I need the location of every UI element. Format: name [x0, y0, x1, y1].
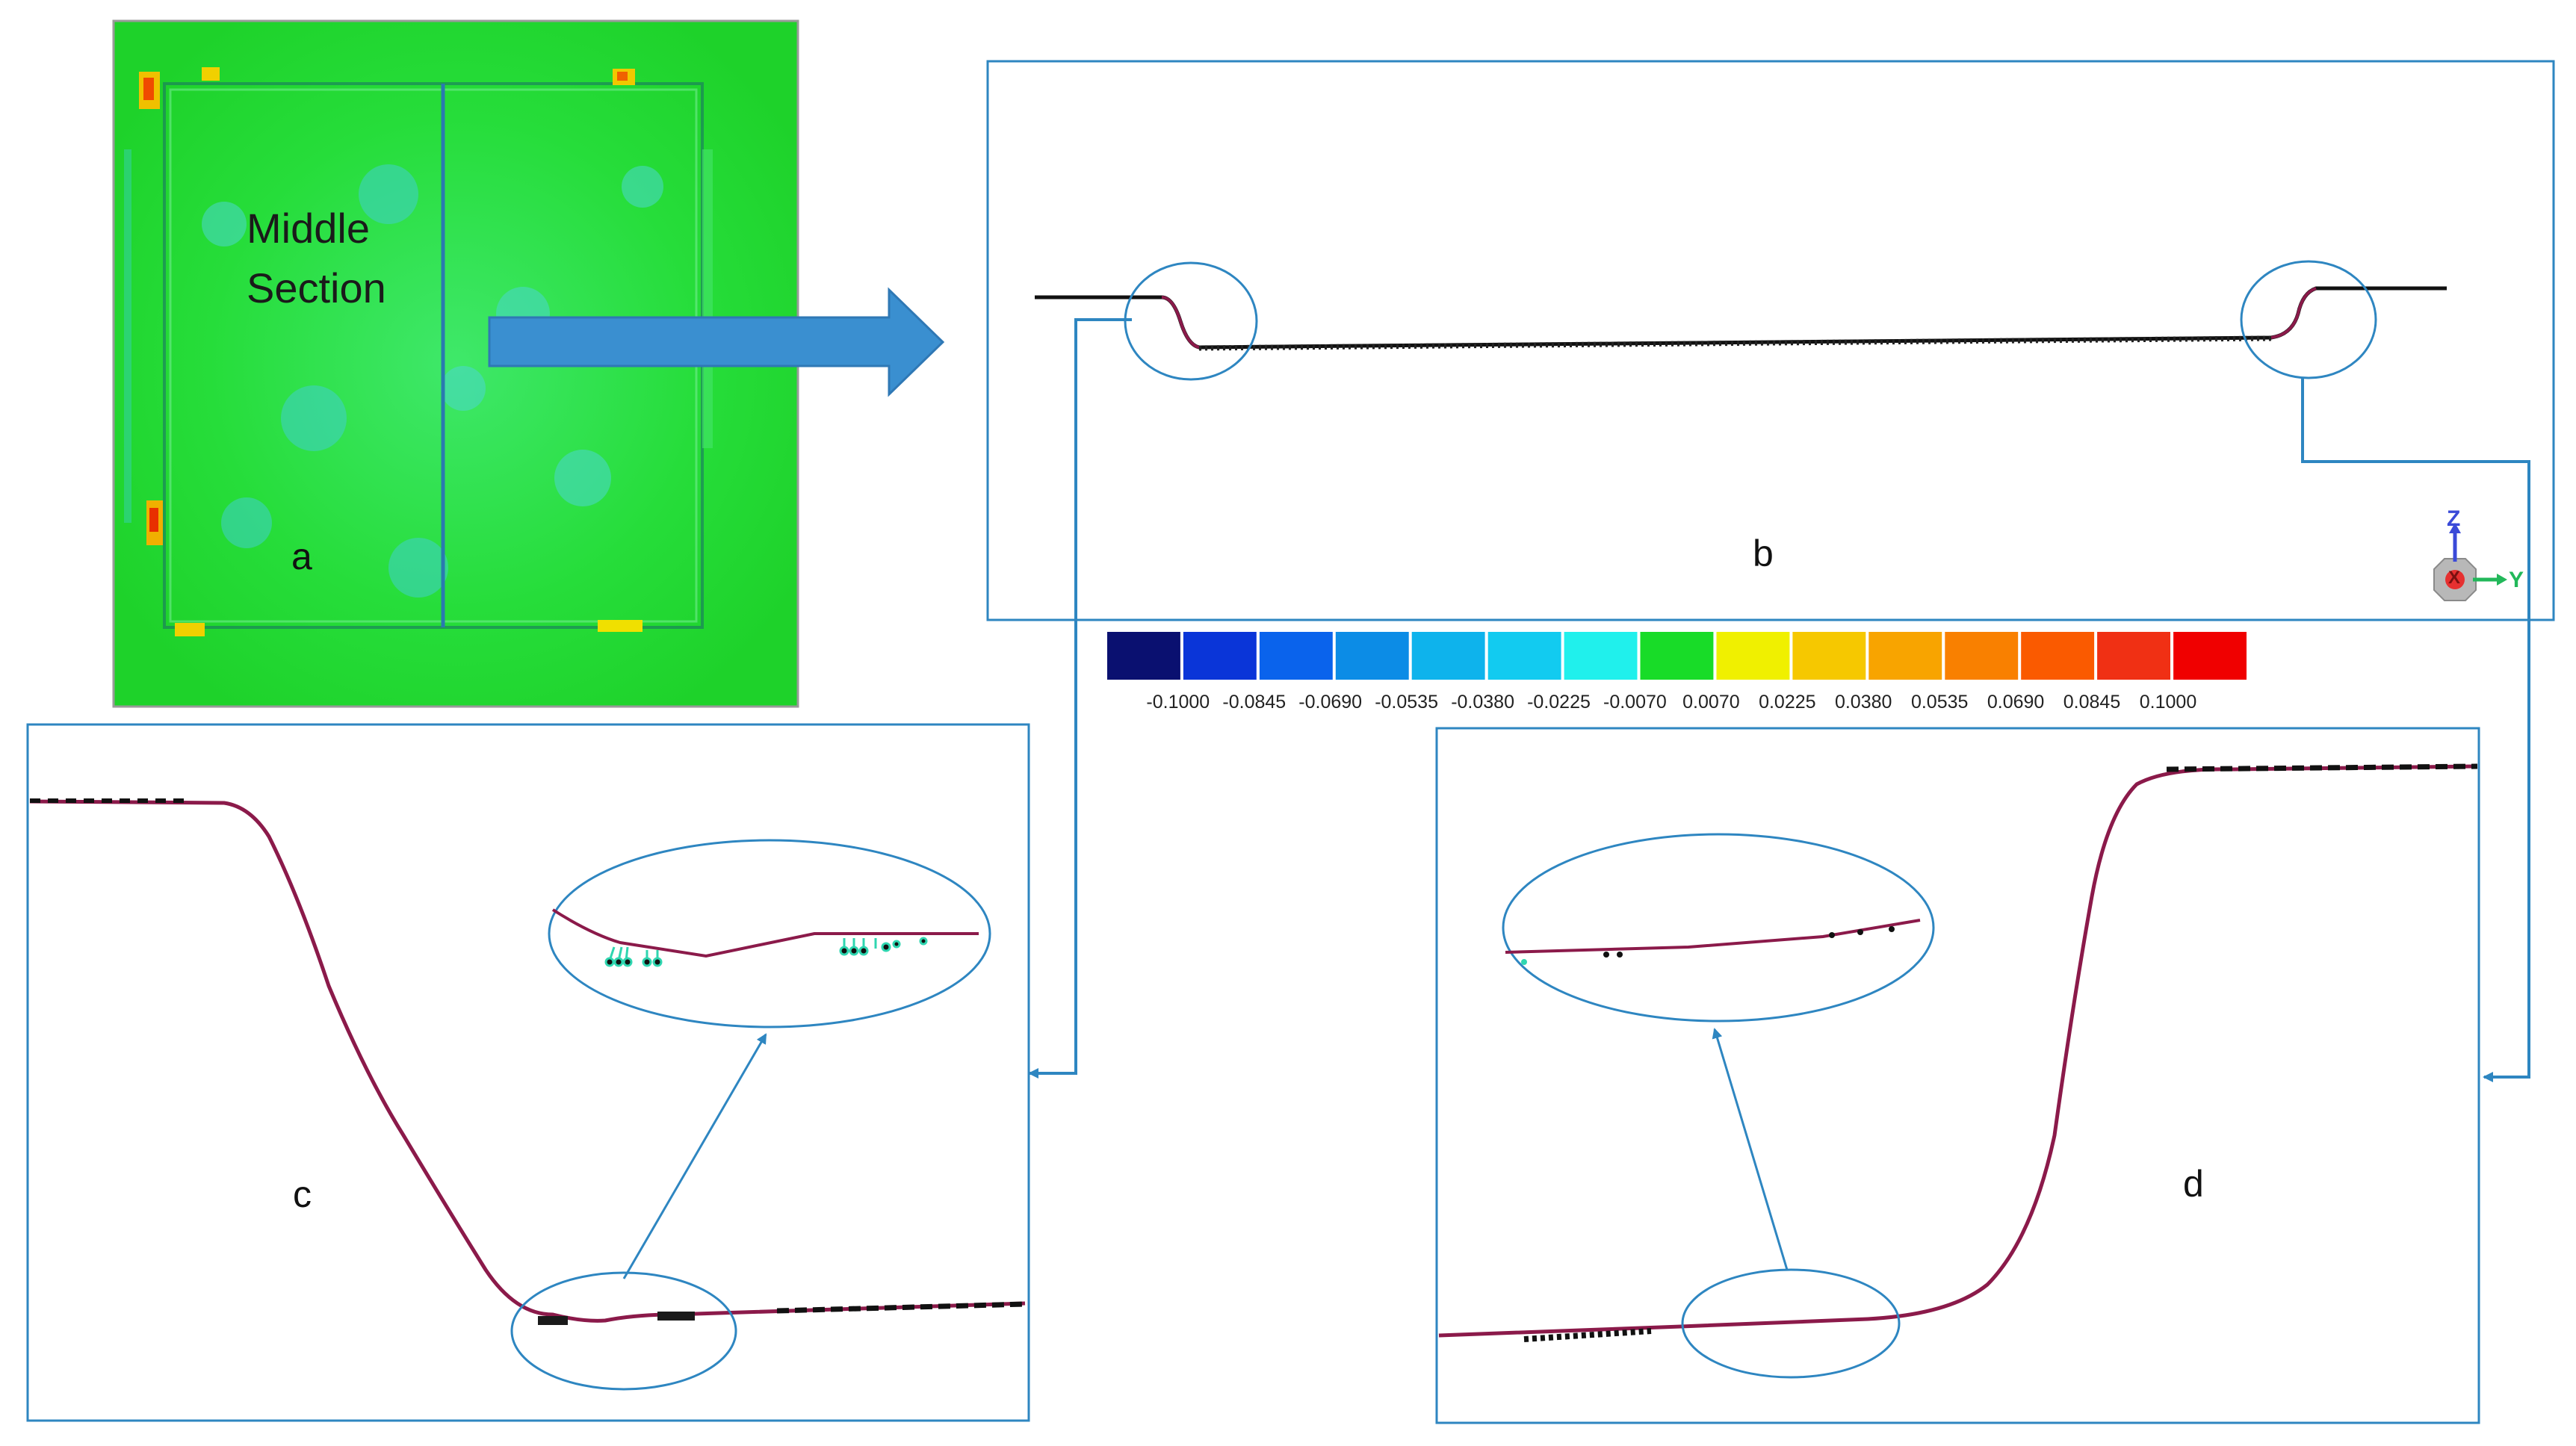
color-scale-swatch: [1716, 632, 1790, 680]
deviation-color-scale: [1107, 632, 2247, 680]
color-scale-tick-label: -0.0225: [1527, 692, 1591, 713]
color-scale-swatch: [2097, 632, 2170, 680]
color-scale-swatch: [1564, 632, 1638, 680]
color-scale-swatch: [1487, 632, 1561, 680]
panel-d-profile-line: [1438, 764, 2478, 1338]
color-scale-tick-label: 0.0535: [1910, 692, 1969, 713]
color-scale-swatch: [1335, 632, 1409, 680]
panel-d-small-circle: [1681, 1268, 1901, 1379]
panel-a-deviation-map: [112, 19, 945, 708]
panel-d-letter: d: [2183, 1163, 2204, 1205]
color-scale-swatch: [1792, 632, 1866, 680]
color-scale-tick-label: 0.0845: [2063, 692, 2121, 713]
panel-d-right-step-detail: [1435, 727, 2480, 1424]
color-scale-tick-label: -0.0070: [1603, 692, 1667, 713]
color-scale-swatch: [1107, 632, 1180, 680]
panel-c-zoom-points: [604, 937, 928, 967]
color-scale-tick-label: 0.0225: [1759, 692, 1816, 713]
panel-a-letter: a: [291, 536, 312, 577]
panel-a-title-line1: Middle: [247, 205, 370, 252]
panel-b-letter: b: [1753, 533, 1774, 574]
color-scale-swatch: [1183, 632, 1257, 680]
color-scale-tick-label: -0.0535: [1375, 692, 1438, 713]
connector-lines: [1028, 318, 2530, 1082]
axis-y-label: Y: [2509, 568, 2524, 592]
edge-hotspots: [124, 67, 713, 636]
panel-a-to-b-arrow: [488, 287, 945, 397]
panel-c-small-circle: [510, 1271, 737, 1391]
panel-a-title-line2: Section: [247, 264, 386, 311]
panel-c-zoom-circle: [548, 839, 991, 1028]
panel-b-cross-section: [986, 60, 2555, 621]
color-scale-tick-label: 0.1000: [2139, 692, 2197, 713]
color-scale-tick-label: 0.0690: [1987, 692, 2045, 713]
panel-c-profile-line: [29, 799, 1026, 1323]
panel-c-letter: c: [293, 1173, 312, 1215]
axis-z-label: Z: [2447, 506, 2461, 531]
color-scale-tick-label: 0.0380: [1834, 692, 1892, 713]
panel-d-zoom-circle: [1502, 833, 1935, 1023]
deviation-speckles: [202, 164, 663, 598]
color-scale-swatch: [1259, 632, 1333, 680]
color-scale-tick-label: -0.0845: [1222, 692, 1287, 713]
panel-c-left-step-detail: [26, 723, 1030, 1422]
color-scale-tick-label: 0.0070: [1682, 692, 1740, 713]
color-scale-swatch: [1411, 632, 1485, 680]
right-detail-circle: [2240, 260, 2377, 379]
axis-x-label: X: [2448, 568, 2461, 588]
axis-triad-icon: [2433, 523, 2507, 601]
color-scale-swatch: [2021, 632, 2095, 680]
color-scale-swatch: [1868, 632, 1942, 680]
color-scale-swatch: [1640, 632, 1714, 680]
color-scale-tick-label: -0.1000: [1146, 692, 1210, 713]
color-scale-tick-label: -0.0380: [1451, 692, 1514, 713]
color-scale-tick-label: -0.0690: [1298, 692, 1363, 713]
color-scale-swatch: [1945, 632, 2019, 680]
color-scale-swatch: [2173, 632, 2247, 680]
